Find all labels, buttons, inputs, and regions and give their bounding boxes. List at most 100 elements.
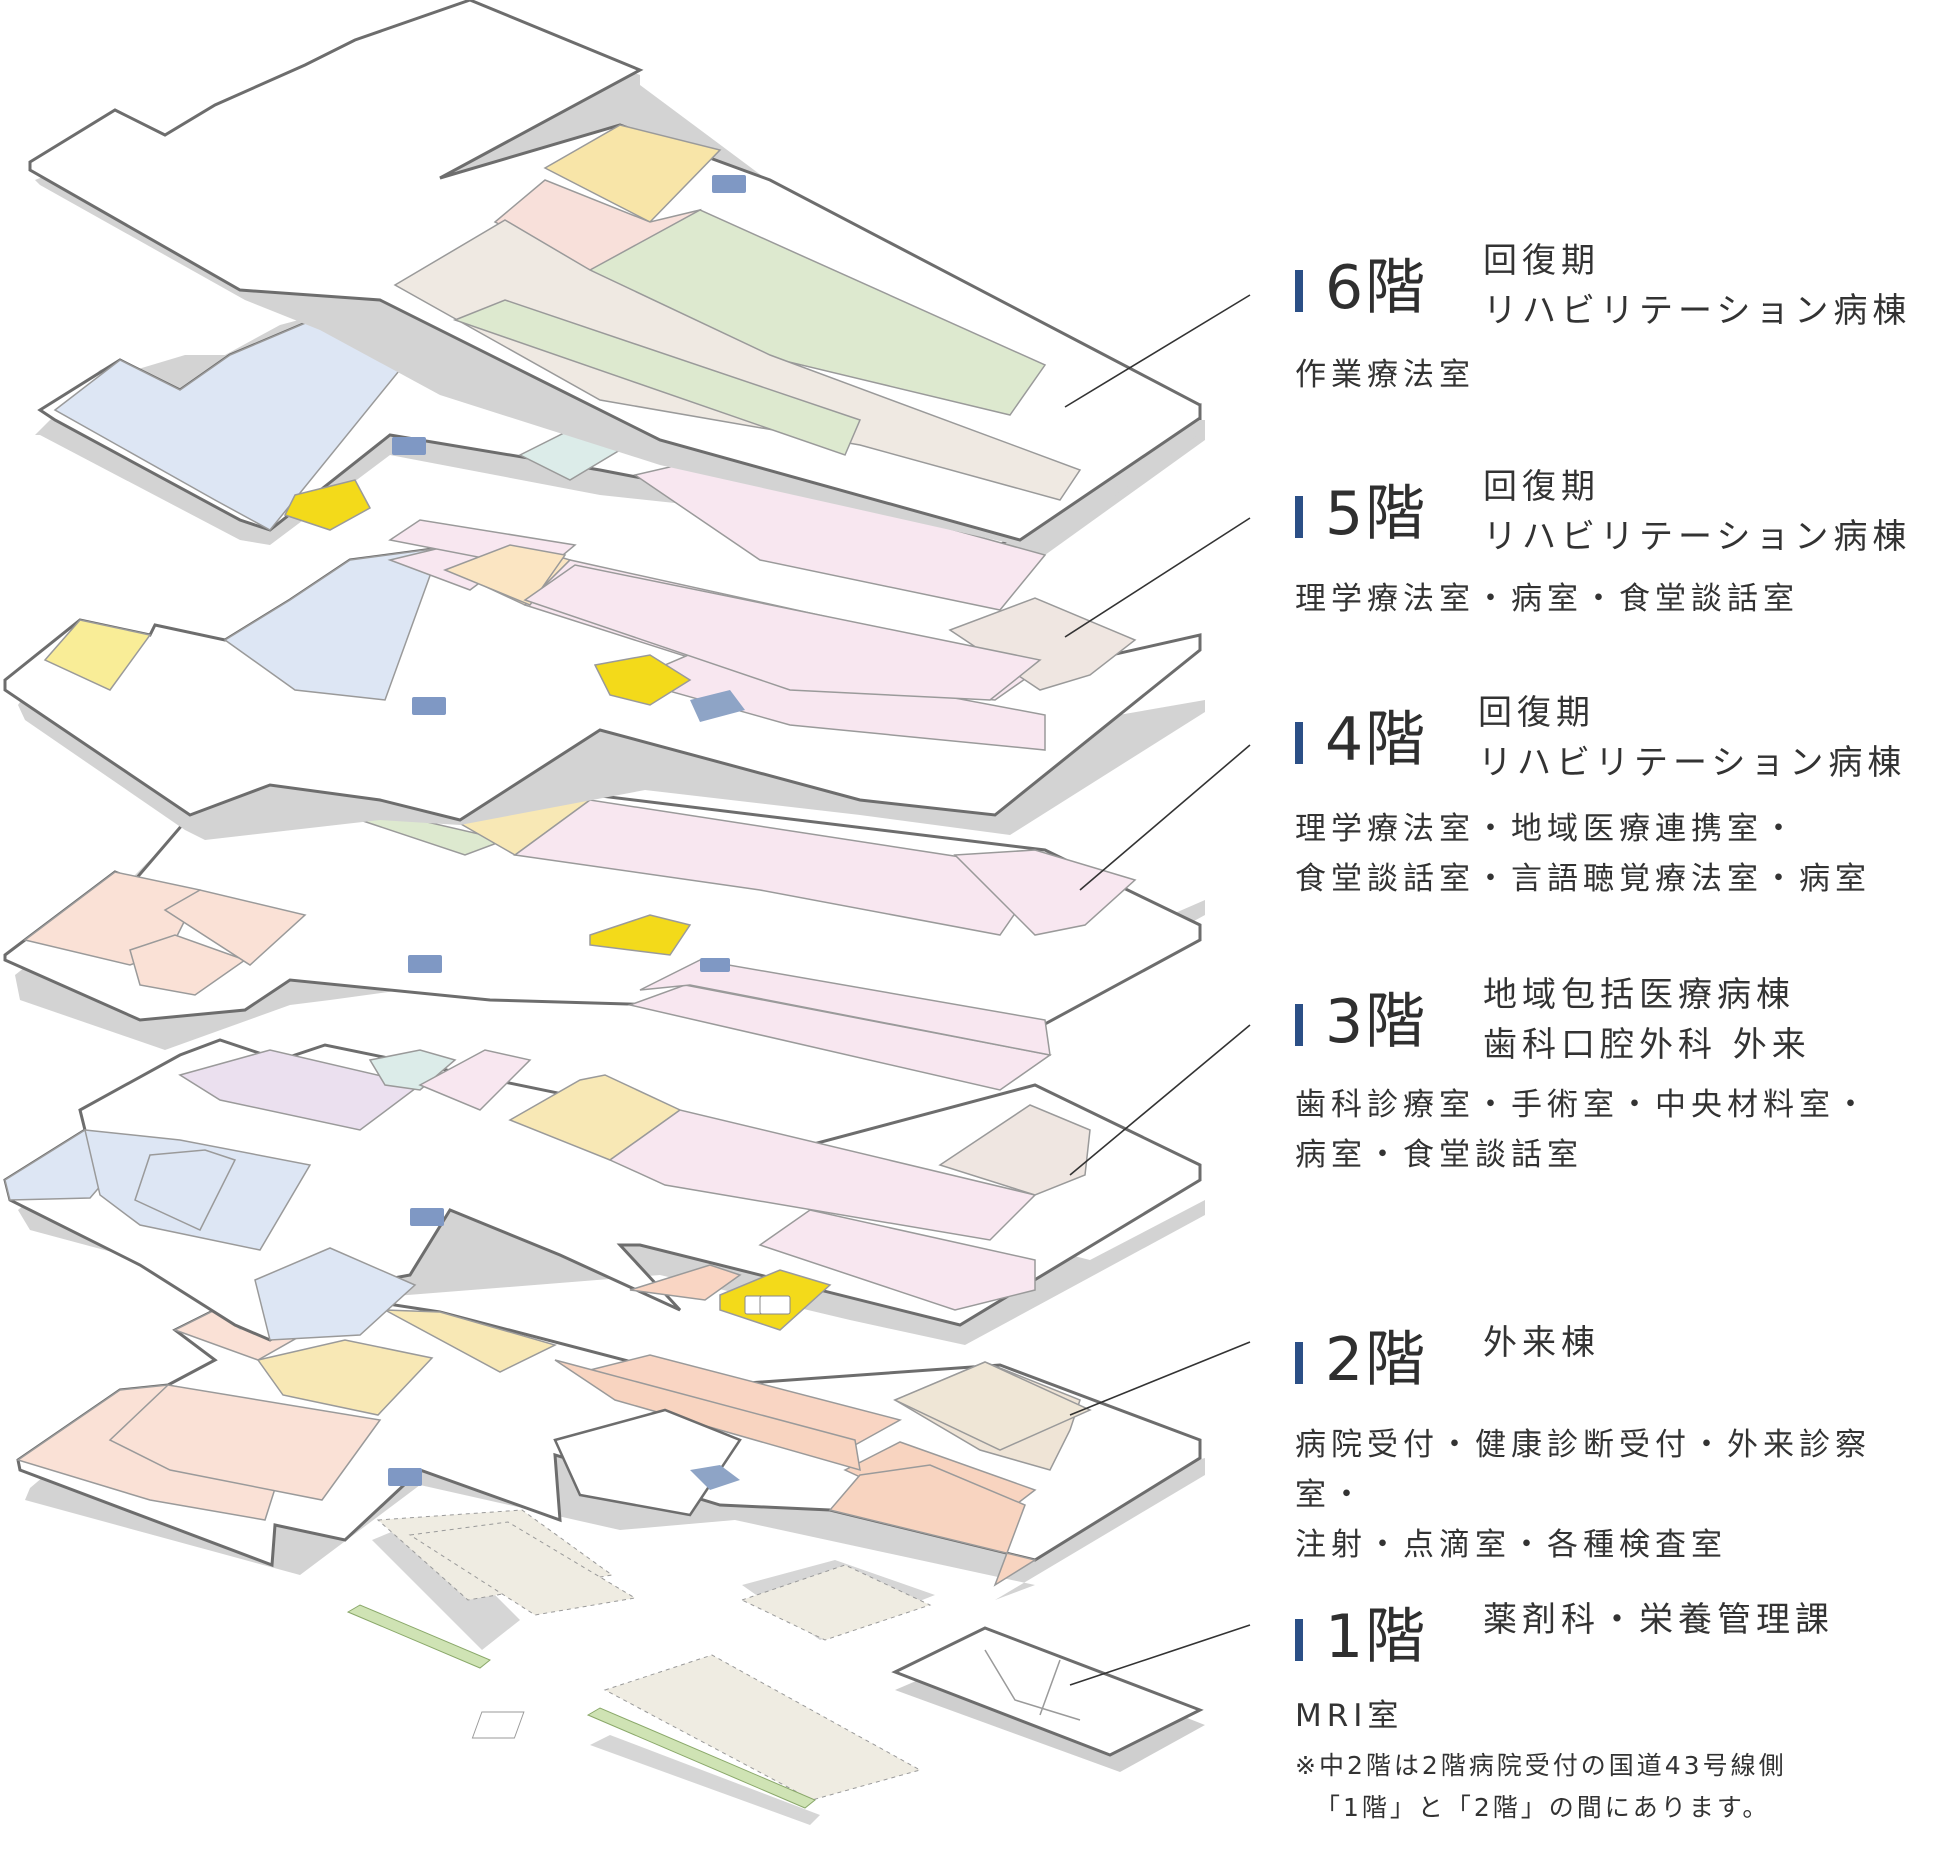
floor-1-annex-outline <box>740 1564 932 1641</box>
floor-3-room-pink <box>418 1049 532 1111</box>
room-list: 理学療法室・地域医療連携室・ 食堂談話室・言語聴覚療法室・病室 <box>1295 804 1871 904</box>
leader-line-2 <box>1069 1341 1251 1416</box>
floor-label-3: 3階 地域包括医療病棟 歯科口腔外科 外来 歯科診療室・手術室・中央材料室・ 病… <box>1295 970 1935 1173</box>
floor-4-ward-pink <box>953 849 1137 936</box>
room-line: 病室・食堂談話室 <box>1295 1137 1583 1173</box>
floor-5-room-yellow <box>43 619 152 691</box>
leader-line-6 <box>1064 294 1251 408</box>
mezzanine-note: ※中2階は2階病院受付の国道43号線側 「1階」と「2階」の間にあります。 <box>1295 1745 1787 1829</box>
floor-3-room-salmon <box>629 1264 742 1301</box>
ward-line: 外来棟 <box>1483 1323 1600 1363</box>
floor-label-4: 4階 回復期 リハビリテーション病棟 理学療法室・地域医療連携室・ 食堂談話室・… <box>1295 688 1935 897</box>
floor-6-ward-pink <box>523 564 1042 701</box>
toilet-icon <box>712 175 746 193</box>
floor-header: 4階 回復期 リハビリテーション病棟 <box>1295 688 1935 788</box>
leader-line-3 <box>1069 1024 1251 1176</box>
floor-4-room-salmon <box>129 934 247 996</box>
floor-top-room-yellow <box>543 124 722 223</box>
floor-top-room-beige <box>393 219 1082 501</box>
floor-2-room-yellow <box>256 1339 434 1416</box>
room-line: 病院受付・健康診断受付・外来診察室・ <box>1295 1427 1871 1513</box>
floor-2-room-salmon <box>554 1359 861 1472</box>
room-line: 歯科診療室・手術室・中央材料室・ <box>1295 1087 1871 1123</box>
leader-lines <box>1064 294 1251 1686</box>
floor-1-plan <box>346 1509 1205 1825</box>
floor-2-room-blue-gray <box>690 1465 740 1490</box>
floor-1-building <box>891 1626 1204 1757</box>
ward-name: 回復期 リハビリテーション病棟 <box>1483 462 1911 562</box>
room-list: MRI室 <box>1295 1691 1403 1741</box>
floor-3-room-lavender <box>178 1049 422 1131</box>
ward-line: リハビリテーション病棟 <box>1483 517 1912 557</box>
floor-number: 1階 <box>1325 1602 1428 1672</box>
floor-1-green-strip <box>346 1604 491 1669</box>
floor-number: 4階 <box>1325 705 1428 775</box>
ward-line: 回復期 <box>1478 693 1595 733</box>
floor-6-room-yellow <box>442 544 567 606</box>
floor-2-plan <box>16 1283 1205 1600</box>
ward-line: 回復期 <box>1483 241 1600 281</box>
floor-3-ward-pink <box>608 1109 1037 1241</box>
ward-name: 地域包括医療病棟 歯科口腔外科 外来 <box>1483 970 1811 1070</box>
room-line: MRI室 <box>1295 1698 1404 1734</box>
floor-header: 6階 回復期 リハビリテーション病棟 <box>1295 236 1935 336</box>
floor-3-plan <box>3 1038 1205 1345</box>
floor-3-ward-pink <box>758 1209 1036 1311</box>
floor-number: 5階 <box>1325 479 1428 549</box>
floor-label-6: 6階 回復期 リハビリテーション病棟 作業療法室 <box>1295 236 1935 393</box>
accessible-toilet-area <box>593 654 692 706</box>
floor-accent-bar <box>1295 1004 1303 1046</box>
floor-1-shadow <box>372 1520 520 1650</box>
ward-name: 回復期 リハビリテーション病棟 <box>1483 236 1911 336</box>
floor-number: 6階 <box>1325 253 1428 323</box>
leader-line-4 <box>1079 744 1251 891</box>
floor-number: 3階 <box>1325 987 1428 1057</box>
leader-line-5 <box>1064 517 1251 638</box>
toilet-icon <box>410 1208 444 1226</box>
ward-line: 歯科口腔外科 外来 <box>1483 1025 1811 1065</box>
floor-header: 2階 外来棟 <box>1295 1308 1935 1408</box>
floor-accent-bar <box>1295 1342 1303 1384</box>
room-line: 食堂談話室・言語聴覚療法室・病室 <box>1295 861 1871 897</box>
floor-3-room-beige <box>938 1104 1091 1196</box>
ward-line: 薬剤科・栄養管理課 <box>1483 1600 1834 1640</box>
floor-number: 2階 <box>1325 1325 1428 1395</box>
toilet-icon <box>700 958 730 972</box>
room-list: 病院受付・健康診断受付・外来診察室・ 注射・点滴室・各種検査室 <box>1295 1420 1935 1570</box>
toilet-icon <box>759 1295 791 1315</box>
floor-header: 3階 地域包括医療病棟 歯科口腔外科 外来 <box>1295 970 1935 1070</box>
floor-accent-bar <box>1295 496 1303 538</box>
floor-4-ward-pink <box>639 959 1051 1056</box>
floor-accent-bar <box>1295 722 1303 764</box>
floor-3-room-yellow <box>508 1074 682 1161</box>
floor-accent-bar <box>1295 270 1303 312</box>
toilet-icon <box>408 955 442 973</box>
floor-3-room-blue <box>254 1247 417 1341</box>
floor-label-1: 1階 薬剤科・栄養管理課 MRI室 <box>1295 1585 1935 1734</box>
floor-top-rehab-green <box>452 299 862 456</box>
ward-name: 薬剤科・栄養管理課 <box>1483 1595 1834 1645</box>
floor-5-room-blue-gray <box>690 690 745 722</box>
toilet-icon <box>412 697 446 715</box>
floor-label-5: 5階 回復期 リハビリテーション病棟 理学療法室・病室・食堂談話室 <box>1295 462 1935 617</box>
floor-1-green-strip <box>586 1707 816 1809</box>
floor-header: 1階 薬剤科・栄養管理課 <box>1295 1585 1935 1685</box>
note-line: ※中2階は2階病院受付の国道43号線側 <box>1295 1751 1787 1780</box>
toilet-icon <box>388 1468 422 1486</box>
accessible-toilet-area <box>589 914 692 956</box>
floor-header: 5階 回復期 リハビリテーション病棟 <box>1295 462 1935 562</box>
room-list: 歯科診療室・手術室・中央材料室・ 病室・食堂談話室 <box>1295 1080 1871 1180</box>
floor-1-shadow <box>590 1735 820 1825</box>
ward-name: 外来棟 <box>1483 1318 1600 1368</box>
room-line: 注射・点滴室・各種検査室 <box>1295 1527 1727 1563</box>
ward-line: リハビリテーション病棟 <box>1478 743 1907 783</box>
note-line: 「1階」と「2階」の間にあります。 <box>1315 1793 1771 1822</box>
ward-name: 回復期 リハビリテーション病棟 <box>1478 688 1906 788</box>
room-list: 理学療法室・病室・食堂談話室 <box>1295 574 1799 624</box>
floor-4-room-salmon <box>163 889 307 966</box>
floor-label-2: 2階 外来棟 病院受付・健康診断受付・外来診察室・ 注射・点滴室・各種検査室 <box>1295 1308 1935 1563</box>
room-line: 理学療法室・地域医療連携室・ <box>1295 811 1799 847</box>
floor-accent-bar <box>1295 1619 1303 1661</box>
